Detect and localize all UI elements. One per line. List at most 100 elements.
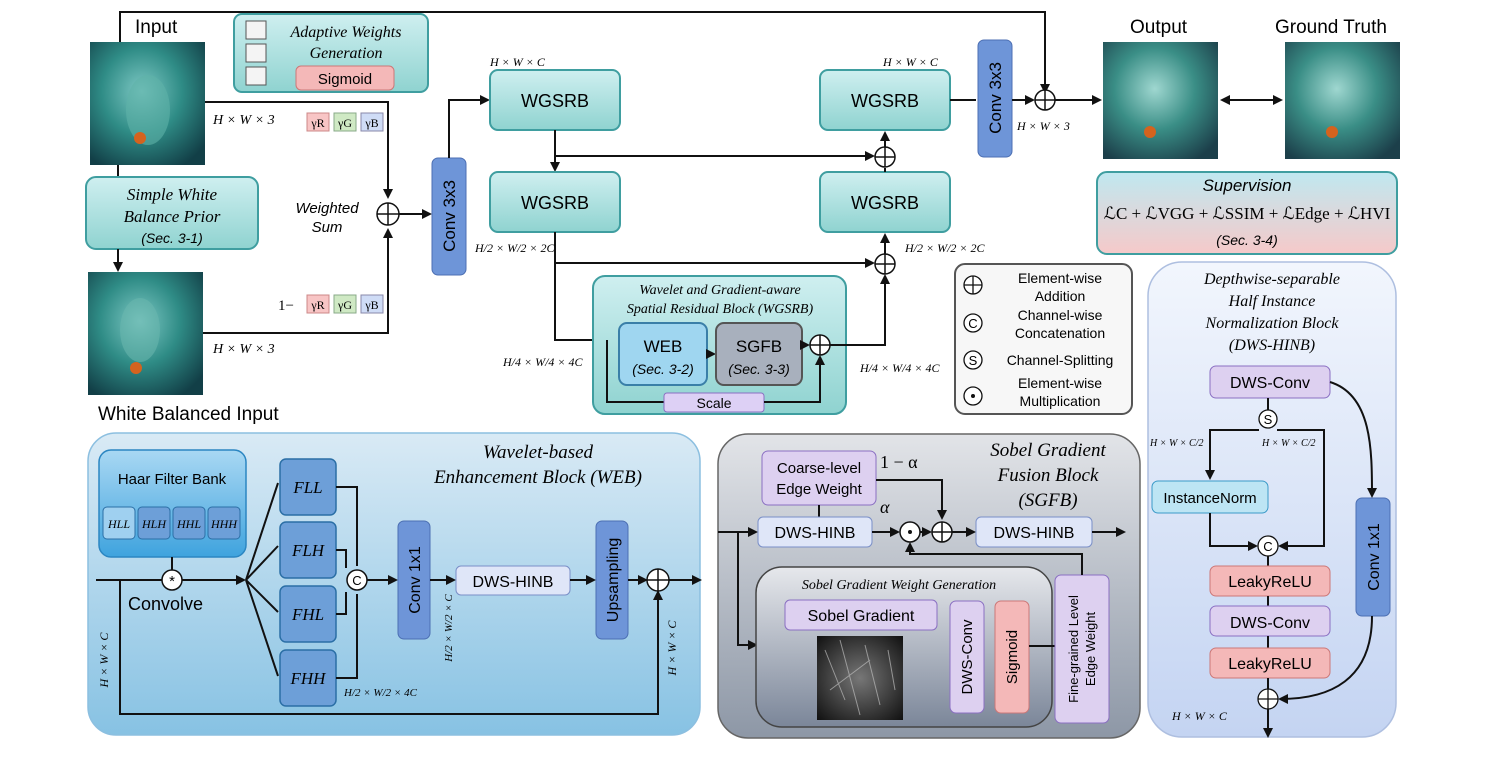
haar-filter-ll bbox=[102, 506, 136, 540]
legend-addition-1: Element-wise bbox=[1018, 270, 1102, 286]
sgwg-sigmoid bbox=[994, 600, 1030, 714]
hinb-dws-conv-a-label: DWS-Conv bbox=[1230, 375, 1310, 392]
sgfb-box-sec: (Sec. 3-3) bbox=[728, 361, 789, 377]
legend-concat-2: Concatenation bbox=[1015, 325, 1105, 341]
dim-hw3-b: H × W × 3 bbox=[212, 342, 275, 357]
coarse-line1: Coarse-level bbox=[777, 460, 861, 477]
wb-prior-line1: Simple White bbox=[127, 185, 218, 204]
sgfb-dws-hinb-a-label: DWS-HINB bbox=[775, 525, 856, 542]
dim-hwc-a: H × W × C bbox=[489, 55, 546, 69]
svg-text:*: * bbox=[169, 573, 175, 590]
haar-filter-bank bbox=[98, 449, 247, 558]
supervision-sec: (Sec. 3-4) bbox=[1216, 232, 1277, 248]
sgwg-title: Sobel Gradient Weight Generation bbox=[802, 578, 996, 593]
svg-text:C: C bbox=[1263, 539, 1272, 554]
one-minus-label: 1− bbox=[278, 298, 294, 314]
dim-web-conv: H/2 × W/2 × C bbox=[443, 594, 455, 663]
dim-web-in: H × W × C bbox=[97, 632, 111, 689]
web-block-title-1: Wavelet-based bbox=[483, 442, 594, 463]
svg-text:HHL: HHL bbox=[176, 517, 201, 531]
leaky-relu-b-label: LeakyReLU bbox=[1228, 656, 1312, 673]
hinb-dws-conv-b bbox=[1209, 605, 1331, 637]
wgsrb-encoder-1-label: WGSRB bbox=[521, 91, 589, 111]
dim-hwc-b: H × W × C bbox=[882, 55, 939, 69]
wgsrb-decoder-2-label: WGSRB bbox=[851, 193, 919, 213]
wb-prior-line3: (Sec. 3-1) bbox=[141, 230, 202, 246]
legend-concat-1: Channel-wise bbox=[1018, 307, 1103, 323]
wgsrb-detail-title-1: Wavelet and Gradient-aware bbox=[639, 283, 801, 298]
weighted-sum-label-2: Sum bbox=[312, 219, 343, 236]
svg-text:FHH: FHH bbox=[290, 669, 328, 688]
sobel-gradient-box bbox=[784, 599, 938, 631]
gamma-r-top: γR bbox=[310, 116, 324, 130]
hinb-conv1x1-label: Conv 1x1 bbox=[1366, 523, 1383, 591]
coarse-line2: Edge Weight bbox=[776, 481, 862, 498]
gamma-b-bottom: γB bbox=[364, 298, 378, 312]
white-balance-prior-box bbox=[85, 176, 259, 250]
weight-square-icon bbox=[245, 43, 267, 63]
leaky-relu-a bbox=[1209, 565, 1331, 597]
adaptive-sigmoid-box bbox=[295, 65, 395, 91]
one-minus-alpha: 1 − α bbox=[880, 452, 918, 472]
fine-line1: Fine-grained Level bbox=[1066, 595, 1081, 703]
svg-text:HHH: HHH bbox=[210, 517, 238, 531]
conv3x3-left-label: Conv 3x3 bbox=[440, 180, 459, 252]
web-block-title-2: Enhancement Block (WEB) bbox=[433, 467, 642, 488]
dim-hinb-out: H × W × C bbox=[1171, 709, 1228, 723]
sobel-gradient-label: Sobel Gradient bbox=[808, 608, 915, 625]
sgfb-dws-hinb-b-label: DWS-HINB bbox=[994, 525, 1075, 542]
web-conv1x1-label: Conv 1x1 bbox=[407, 546, 424, 614]
wgsrb-detail-title-2: Spatial Residual Block (WGSRB) bbox=[627, 302, 814, 317]
supervision-title: Supervision bbox=[1203, 176, 1292, 195]
leaky-relu-b bbox=[1209, 647, 1331, 679]
sgfb-title-3: (SGFB) bbox=[1018, 490, 1077, 511]
svg-text:FLL: FLL bbox=[292, 478, 322, 497]
upsampling-label: Upsampling bbox=[605, 538, 622, 622]
web-dws-hinb-label: DWS-HINB bbox=[473, 574, 554, 591]
dim-h2w2c-a: H/2 × W/2 × 2C bbox=[474, 241, 556, 255]
input-label: Input bbox=[135, 17, 178, 38]
sgwg-dws-conv bbox=[949, 600, 985, 714]
svg-text:HLH: HLH bbox=[141, 517, 167, 531]
adaptive-title-1: Adaptive Weights bbox=[290, 24, 402, 41]
svg-text:HLL: HLL bbox=[107, 517, 130, 531]
wgsrb-decoder-1-label: WGSRB bbox=[851, 91, 919, 111]
wgsrb-encoder-2-label: WGSRB bbox=[521, 193, 589, 213]
ground-truth-image bbox=[1285, 42, 1400, 159]
hinb-title-4: (DWS-HINB) bbox=[1229, 337, 1315, 354]
output-label: Output bbox=[1130, 17, 1188, 38]
legend-split-icon bbox=[963, 350, 983, 370]
supervision-box bbox=[1096, 171, 1398, 255]
dim-h4w4c-a: H/4 × W/4 × 4C bbox=[502, 355, 584, 369]
dim-h2w2c-b: H/2 × W/2 × 2C bbox=[904, 241, 986, 255]
hinb-split-icon bbox=[1258, 409, 1278, 429]
gamma-b-top: γB bbox=[364, 116, 378, 130]
hinb-title-1: Depthwise-separable bbox=[1203, 271, 1340, 288]
scale-label: Scale bbox=[696, 395, 731, 411]
dim-h4w4c-b: H/4 × W/4 × 4C bbox=[859, 361, 941, 375]
dim-web-out: H × W × C bbox=[665, 620, 679, 677]
conv3x3-right-label: Conv 3x3 bbox=[986, 62, 1005, 134]
legend-concat-icon bbox=[963, 313, 983, 333]
svg-text:FHL: FHL bbox=[291, 605, 324, 624]
convolve-label: Convolve bbox=[128, 594, 203, 614]
weight-square-icon bbox=[245, 20, 267, 40]
hinb-title-3: Normalization Block bbox=[1205, 315, 1340, 332]
wb-prior-line2: Balance Prior bbox=[124, 207, 221, 226]
instance-norm-label: InstanceNorm bbox=[1163, 490, 1256, 507]
svg-text:C: C bbox=[968, 316, 977, 331]
dim-hinb-right: H × W × C/2 bbox=[1261, 438, 1316, 449]
gamma-g-bottom: γG bbox=[337, 298, 352, 312]
ground-truth-label: Ground Truth bbox=[1275, 17, 1387, 38]
adaptive-sigmoid-label: Sigmoid bbox=[318, 71, 372, 88]
svg-text:C: C bbox=[352, 573, 361, 588]
weight-square-icon bbox=[245, 66, 267, 86]
sgfb-box bbox=[715, 322, 803, 386]
output-image bbox=[1103, 42, 1218, 159]
legend-mult-2: Multiplication bbox=[1020, 393, 1101, 409]
gamma-g-top: γG bbox=[337, 116, 352, 130]
sgfb-title-1: Sobel Gradient bbox=[990, 440, 1106, 461]
fine-line2: Edge Weight bbox=[1083, 612, 1098, 687]
haar-filter-bank-label: Haar Filter Bank bbox=[118, 471, 227, 488]
